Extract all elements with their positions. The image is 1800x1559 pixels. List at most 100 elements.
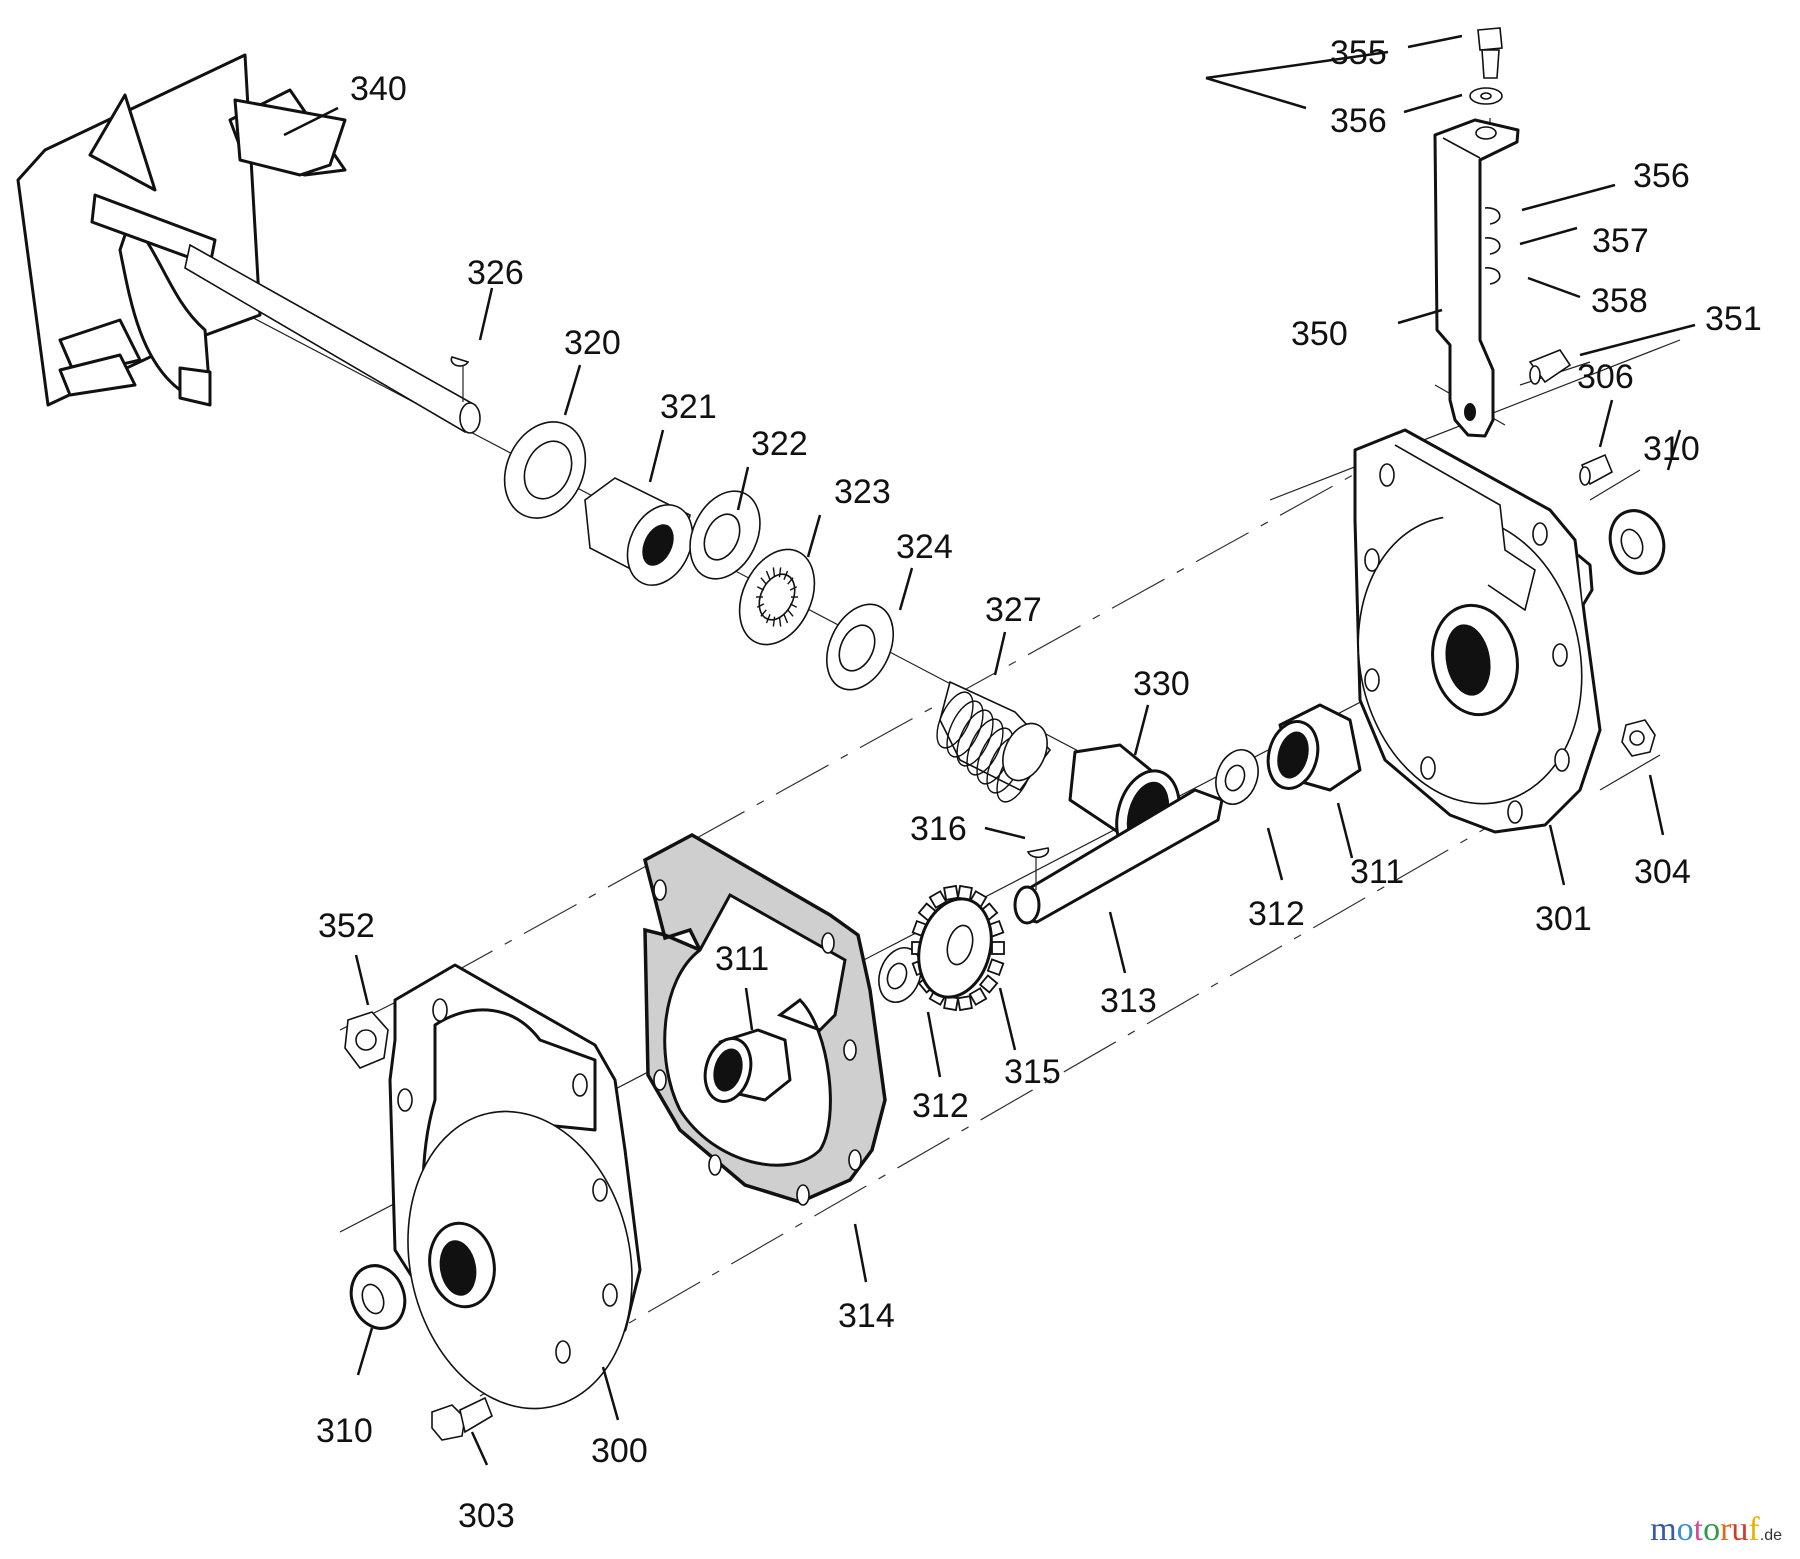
label-315: 315 [1004,1053,1061,1091]
dowel-line-bottom [564,819,1501,1361]
label-314: 314 [838,1297,895,1335]
part-327-worm-gear[interactable] [930,680,1056,807]
needle-roller [789,603,798,608]
label-300: 300 [591,1432,648,1470]
label-320: 320 [564,324,621,362]
part-310-seal-right[interactable] [1602,503,1673,581]
needle-roller [760,577,767,585]
gear-tooth [968,987,988,1006]
watermark-letter: u [1731,1511,1749,1548]
needle-roller [760,609,767,617]
gear-tooth [943,884,960,901]
leader-lines [283,34,1696,1466]
part-310-seal-left[interactable] [343,1258,414,1336]
part-356-washer-top[interactable] [1469,87,1503,105]
needle-roller [787,609,794,617]
needle-roller [772,616,776,627]
label-310-left: 310 [316,1412,373,1450]
part-322-thrust-washer[interactable] [677,480,774,590]
label-321: 321 [660,388,717,426]
needle-roller [756,603,765,608]
label-312-upper: 312 [1248,895,1305,933]
needle-roller [778,567,782,578]
part-303-hex-bolt[interactable] [431,1396,493,1441]
label-351: 351 [1705,300,1762,338]
watermark-letter: m [1650,1511,1677,1548]
part-311-bushing-upper[interactable] [1261,703,1362,794]
gear-tooth [928,890,948,909]
part-304-hex-nut[interactable] [1621,719,1656,757]
part-324-thrust-washer[interactable] [814,594,906,701]
label-327: 327 [985,591,1042,629]
watermark-tld: .de [1759,1527,1782,1544]
watermark-letter: o [1703,1511,1721,1548]
needle-roller [789,586,798,591]
part-323-needle-bearing[interactable] [725,537,829,656]
part-312-washer-lower[interactable] [872,942,929,1008]
label-330: 330 [1133,665,1190,703]
gear-tooth [956,995,973,1012]
part-300-gear-case-left[interactable] [381,963,659,1430]
part-311-bushing-lower[interactable] [698,1028,792,1107]
part-355-bolt[interactable] [1477,27,1503,79]
part-356-washer-stack[interactable] [1484,207,1501,285]
part-326-woodruff-key[interactable] [450,356,470,402]
part-301-gear-case-right[interactable] [1332,428,1607,834]
part-313-shaft[interactable] [1013,788,1224,925]
label-310-right: 310 [1643,430,1700,468]
part-321-bearing-housing[interactable] [584,477,705,596]
part-352-hex-nut[interactable] [344,1011,389,1069]
worm-thread [966,718,1004,776]
part-315-gear[interactable] [908,884,1005,1012]
part-350-bracket[interactable] [1433,118,1520,438]
label-358: 358 [1591,282,1648,320]
part-340-impeller[interactable] [16,53,481,434]
part-320-seal[interactable] [489,409,600,532]
needle-roller [772,567,776,578]
label-355: 355 [1330,34,1387,72]
label-303: 303 [458,1497,515,1535]
label-326: 326 [467,254,524,292]
watermark-logo: motoruf.de [1650,1511,1782,1549]
gear-tooth [991,941,1005,955]
label-311-lower: 311 [715,940,769,978]
label-316: 316 [910,810,967,848]
dowel-line-top [439,459,1381,981]
label-313: 313 [1100,982,1157,1020]
label-301: 301 [1535,900,1592,938]
needle-roller [778,616,782,627]
needle-roller [765,570,771,580]
watermark-letter: r [1720,1511,1732,1548]
needle-roller [765,614,771,624]
part-314-gasket[interactable] [642,832,887,1206]
setscrew-axis [1589,469,1641,501]
needle-roller [756,586,765,591]
needle-roller [787,577,794,585]
part-312-washer-upper[interactable] [1209,744,1266,810]
gear-tooth [978,974,999,994]
label-304: 304 [1634,853,1691,891]
label-350: 350 [1291,315,1348,353]
watermark-letter: f [1748,1511,1760,1548]
label-322: 322 [751,425,808,463]
watermark-letters: motoruf [1650,1511,1760,1548]
label-323: 323 [834,473,891,511]
worm-thread [936,691,974,749]
part-306-set-screw[interactable] [1579,453,1614,486]
part-351-screw[interactable] [1528,349,1572,385]
watermark-letter: o [1676,1511,1694,1548]
worm-thread [956,709,994,767]
worm-thread [946,700,984,758]
label-324: 324 [896,528,953,566]
part-316-woodruff-key[interactable] [1026,847,1050,890]
label-340: 340 [350,70,407,108]
label-352: 352 [318,907,375,945]
label-356-side: 356 [1633,157,1690,195]
gear-tooth [986,958,1005,976]
label-311-upper: 311 [1350,853,1404,891]
needle-roller [783,570,789,580]
watermark-letter: t [1693,1511,1704,1548]
label-357: 357 [1592,222,1649,260]
callout-labels: 340 326 320 321 322 323 324 327 330 316 … [316,34,1762,1535]
